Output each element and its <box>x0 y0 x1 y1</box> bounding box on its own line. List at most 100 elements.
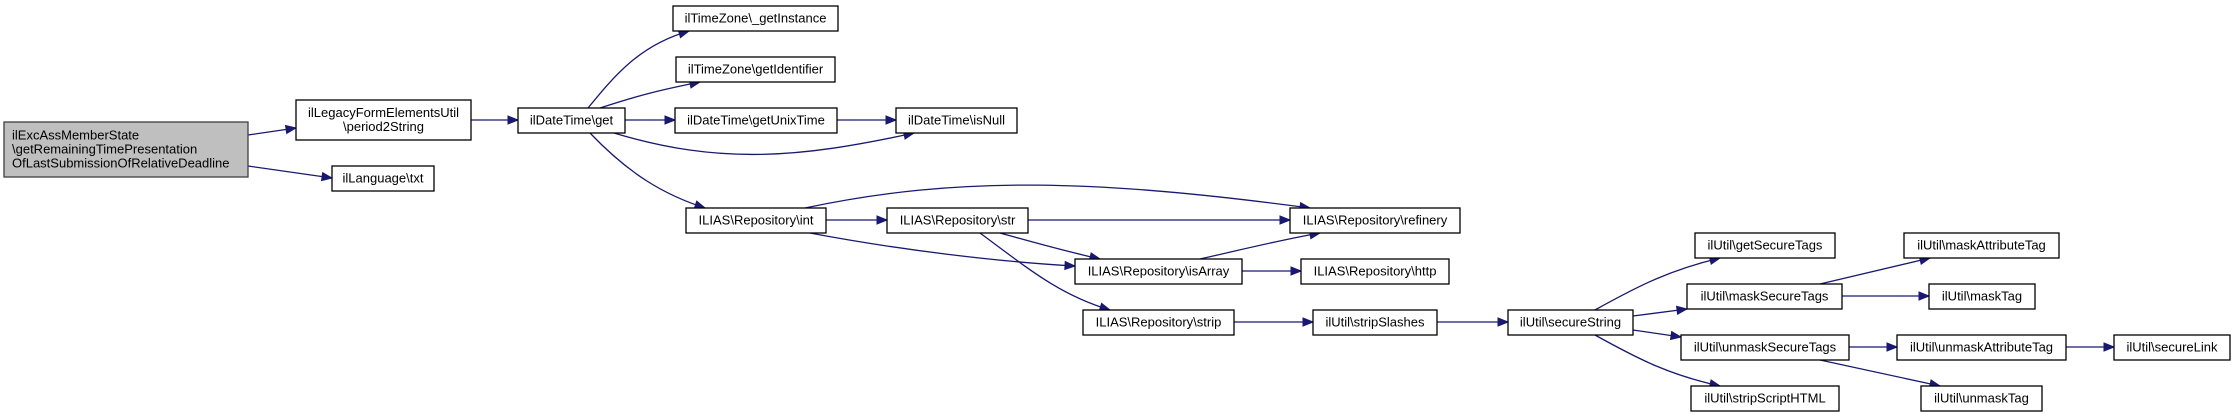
node-box[interactable] <box>1507 309 1634 336</box>
node-root[interactable]: ilExcAssMemberState\getRemainingTimePres… <box>3 121 249 178</box>
node-label: ilTimeZone\getIdentifier <box>688 62 824 77</box>
edge-line <box>589 132 706 209</box>
node-isNull[interactable]: ilDateTime\isNull <box>895 107 1018 134</box>
edge-line <box>979 232 1111 311</box>
node-box[interactable] <box>295 99 472 141</box>
node-box[interactable] <box>895 107 1018 134</box>
edge-isArray-to-http <box>1242 266 1303 276</box>
arrowhead-icon <box>876 215 889 225</box>
edge-maskSecureTags-to-maskAttributeTag <box>1819 255 1932 285</box>
edge-maskSecureTags-to-maskTag <box>1842 291 1931 301</box>
node-maskTag[interactable]: ilUtil\maskTag <box>1928 283 2036 310</box>
node-secureLink[interactable]: ilUtil\secureLink <box>2113 334 2231 361</box>
arrowhead-icon <box>885 115 898 125</box>
node-repoStr[interactable]: ILIAS\Repository\str <box>886 207 1029 234</box>
edge-repoInt-to-isArray <box>809 232 1077 271</box>
node-label: ilUtil\getSecureTags <box>1708 238 1823 253</box>
edge-unmaskAttributeTag-to-secureLink <box>2066 342 2116 352</box>
node-label: ilExcAssMemberState <box>12 128 139 143</box>
arrowhead-icon <box>1302 317 1315 327</box>
node-box[interactable] <box>1300 258 1450 285</box>
node-box[interactable] <box>685 207 827 234</box>
node-getUnixTime[interactable]: ilDateTime\getUnixTime <box>674 107 838 134</box>
edge-line <box>1199 232 1321 260</box>
edge-repoStr-to-refinery <box>1028 215 1292 225</box>
node-txt[interactable]: ilLanguage\txt <box>331 165 435 192</box>
node-box[interactable] <box>1903 232 2060 259</box>
node-label: ilDateTime\isNull <box>908 113 1005 128</box>
node-label: ilDateTime\get <box>530 113 614 128</box>
node-box[interactable] <box>675 56 836 83</box>
node-box[interactable] <box>1920 385 2043 412</box>
node-unmaskSecureTags[interactable]: ilUtil\unmaskSecureTags <box>1680 334 1850 361</box>
node-box[interactable] <box>1312 309 1438 336</box>
arrowhead-icon <box>320 171 334 182</box>
node-label: ilUtil\maskTag <box>1942 289 2022 304</box>
edge-isArray-to-refinery <box>1199 230 1322 260</box>
node-getIdentifier[interactable]: ilTimeZone\getIdentifier <box>675 56 836 83</box>
edge-stripSlashes-to-secureString <box>1437 317 1510 327</box>
node-repoInt[interactable]: ILIAS\Repository\int <box>685 207 827 234</box>
node-getInstance[interactable]: ilTimeZone\_getInstance <box>672 5 839 32</box>
node-label: ilUtil\unmaskTag <box>1934 391 2029 406</box>
node-unmaskTag[interactable]: ilUtil\unmaskTag <box>1920 385 2043 412</box>
edge-strip-to-stripSlashes <box>1234 317 1315 327</box>
node-box[interactable] <box>1686 283 1843 310</box>
node-box[interactable] <box>1694 232 1836 259</box>
node-label: ilUtil\secureLink <box>2126 340 2218 355</box>
node-label: ilUtil\maskSecureTags <box>1701 289 1829 304</box>
node-stripSlashes[interactable]: ilUtil\stripSlashes <box>1312 309 1438 336</box>
node-label: ILIAS\Repository\refinery <box>1303 213 1448 228</box>
node-label: ilTimeZone\_getInstance <box>685 11 827 26</box>
edge-line <box>599 81 701 109</box>
node-refinery[interactable]: ILIAS\Repository\refinery <box>1289 207 1461 234</box>
edge-dtget-to-repoInt <box>589 132 707 210</box>
node-box[interactable] <box>1074 258 1243 285</box>
node-label: ilUtil\unmaskSecureTags <box>1694 340 1837 355</box>
node-getSecureTags[interactable]: ilUtil\getSecureTags <box>1694 232 1836 259</box>
node-maskAttributeTag[interactable]: ilUtil\maskAttributeTag <box>1903 232 2060 259</box>
edge-dtget-to-isNull <box>613 130 916 156</box>
arrowhead-icon <box>2103 342 2116 352</box>
node-label: ILIAS\Repository\str <box>900 213 1016 228</box>
node-maskSecureTags[interactable]: ilUtil\maskSecureTags <box>1686 283 1843 310</box>
node-isArray[interactable]: ILIAS\Repository\isArray <box>1074 258 1243 285</box>
arrowhead-icon <box>1290 266 1303 276</box>
edge-period2String-to-dtget <box>471 115 520 125</box>
node-box[interactable] <box>1690 385 1840 412</box>
node-label: ILIAS\Repository\int <box>699 213 814 228</box>
edge-line <box>247 165 333 179</box>
node-box[interactable] <box>3 121 249 178</box>
node-dtget[interactable]: ilDateTime\get <box>517 107 626 134</box>
arrowhead-icon <box>1675 305 1689 316</box>
arrowhead-icon <box>1064 260 1077 271</box>
node-box[interactable] <box>1082 309 1235 336</box>
arrowhead-icon <box>1669 330 1683 341</box>
node-box[interactable] <box>1289 207 1461 234</box>
node-box[interactable] <box>1680 334 1850 361</box>
node-box[interactable] <box>1896 334 2067 361</box>
node-label: ilDateTime\getUnixTime <box>687 113 825 128</box>
node-strip[interactable]: ILIAS\Repository\strip <box>1082 309 1235 336</box>
node-unmaskAttributeTag[interactable]: ilUtil\unmaskAttributeTag <box>1896 334 2067 361</box>
node-box[interactable] <box>1928 283 2036 310</box>
edge-line <box>999 232 1101 260</box>
node-http[interactable]: ILIAS\Repository\http <box>1300 258 1450 285</box>
edge-line <box>1819 257 1931 285</box>
node-label: ILIAS\Repository\strip <box>1096 315 1222 330</box>
node-box[interactable] <box>672 5 839 32</box>
node-box[interactable] <box>886 207 1029 234</box>
nodes-layer: ilExcAssMemberState\getRemainingTimePres… <box>3 5 2231 412</box>
node-label: ILIAS\Repository\isArray <box>1088 264 1230 279</box>
node-box[interactable] <box>2113 334 2231 361</box>
node-secureString[interactable]: ilUtil\secureString <box>1507 309 1634 336</box>
edge-line <box>587 30 690 109</box>
node-box[interactable] <box>674 107 838 134</box>
node-label: ilUtil\unmaskAttributeTag <box>1910 340 2053 355</box>
node-box[interactable] <box>331 165 435 192</box>
node-label: ilLanguage\txt <box>343 171 424 186</box>
node-box[interactable] <box>517 107 626 134</box>
edge-line <box>1594 334 1721 387</box>
node-stripScriptHTML[interactable]: ilUtil\stripScriptHTML <box>1690 385 1840 412</box>
node-period2String[interactable]: ilLegacyFormElementsUtil\period2String <box>295 99 472 141</box>
